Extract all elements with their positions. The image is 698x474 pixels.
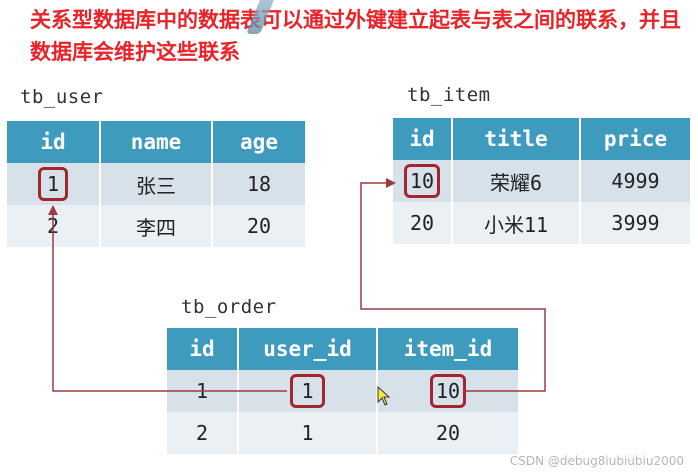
tb-user-table: id name age 1 张三 18 2 李四 20 <box>7 121 305 247</box>
tb-item-cell: 小米11 <box>452 202 581 244</box>
tb-item-col-price: price <box>580 118 690 160</box>
table-row: 1 1 10 <box>167 370 518 412</box>
tb-user-col-age: age <box>212 121 305 163</box>
tb-order-table: id user_id item_id 1 1 10 2 1 20 <box>167 328 518 454</box>
tb-user-col-id: id <box>7 121 101 163</box>
table-row: 2 李四 20 <box>7 205 305 247</box>
tb-user-name: tb_user <box>20 86 104 108</box>
csdn-watermark: CSDN @debug8iubiubiu2000 <box>509 454 684 468</box>
tb-item-id-highlight: 10 <box>403 164 441 198</box>
tb-item-header-row: id title price <box>393 118 690 160</box>
tb-item-col-id: id <box>393 118 453 160</box>
tb-order-header-row: id user_id item_id <box>167 328 518 370</box>
tb-order-col-user-id: user_id <box>238 328 378 370</box>
tb-user-cell: 2 <box>7 205 101 247</box>
table-row: 20 小米11 3999 <box>393 202 690 244</box>
tb-user-cell: 20 <box>212 205 305 247</box>
tb-item-cell: 3999 <box>580 202 690 244</box>
tb-user-cell: 李四 <box>100 205 213 247</box>
tb-item-col-title: title <box>452 118 581 160</box>
tb-item-cell: 荣耀6 <box>452 160 581 202</box>
tb-user-cell: 张三 <box>100 163 213 205</box>
tb-order-col-item-id: item_id <box>377 328 518 370</box>
tb-order-cell: 10 <box>377 370 518 412</box>
tb-order-user-id-highlight: 1 <box>290 374 325 408</box>
tb-order-cell: 1 <box>238 370 378 412</box>
tb-order-item-id-highlight: 10 <box>429 374 467 408</box>
table-row: 10 荣耀6 4999 <box>393 160 690 202</box>
tb-user-id-highlight: 1 <box>37 167 69 201</box>
tb-order-cell: 1 <box>238 412 378 454</box>
tb-item-name: tb_item <box>407 84 491 106</box>
tb-item-cell: 4999 <box>580 160 690 202</box>
tb-user-cell: 18 <box>212 163 305 205</box>
tb-order-cell: 2 <box>167 412 239 454</box>
tb-user-col-name: name <box>100 121 213 163</box>
tb-item-cell: 10 <box>393 160 453 202</box>
mouse-pointer-icon <box>377 386 391 406</box>
tb-order-cell: 20 <box>377 412 518 454</box>
tb-user-cell: 1 <box>7 163 101 205</box>
tb-order-cell: 1 <box>167 370 239 412</box>
tb-item-table: id title price 10 荣耀6 4999 20 小米11 3999 <box>393 118 690 244</box>
tb-order-name: tb_order <box>181 296 277 318</box>
table-row: 2 1 20 <box>167 412 518 454</box>
diagram-heading: 关系型数据库中的数据表可以通过外键建立起表与表之间的联系，并且数据库会维护这些联… <box>30 8 681 64</box>
tb-item-cell: 20 <box>393 202 453 244</box>
tb-user-header-row: id name age <box>7 121 305 163</box>
table-row: 1 张三 18 <box>7 163 305 205</box>
tb-order-col-id: id <box>167 328 239 370</box>
